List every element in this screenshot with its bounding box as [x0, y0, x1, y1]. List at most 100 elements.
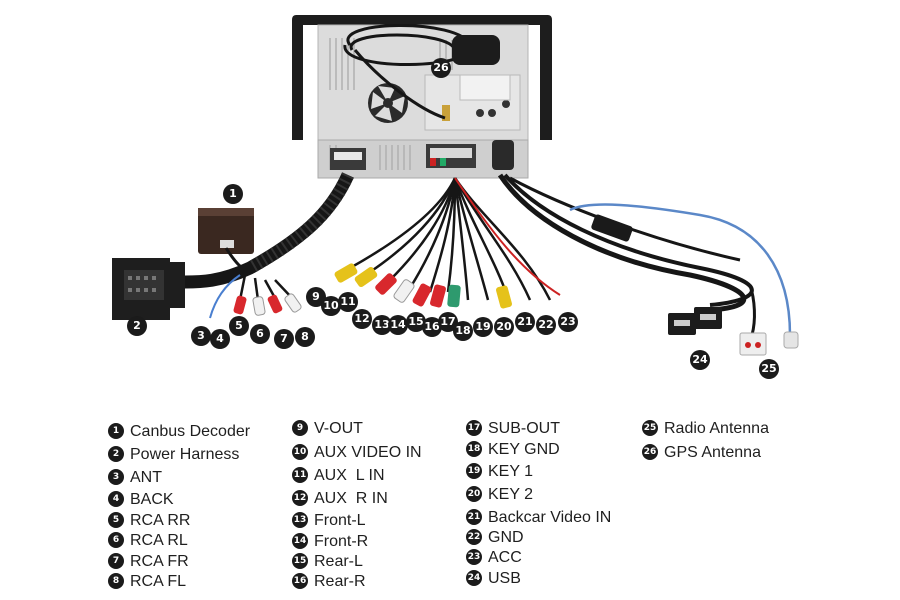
usb-cable-bundle	[497, 173, 747, 313]
legend-label: Rear-L	[314, 553, 363, 570]
legend-item-3: 3 ANT	[108, 468, 162, 488]
legend-item-17: 17 SUB-OUT	[466, 419, 560, 439]
legend-item-22: 22 GND	[466, 528, 524, 548]
callout-6: 6	[250, 324, 270, 344]
legend-number: 6	[108, 531, 124, 548]
legend-label: ANT	[130, 469, 162, 486]
callout-12: 12	[352, 309, 372, 329]
legend-item-25: 25 Radio Antenna	[642, 419, 769, 439]
legend-number: 14	[292, 532, 308, 549]
callout-23: 23	[558, 312, 578, 332]
legend-item-16: 16 Rear-R	[292, 572, 366, 592]
legend-label: KEY GND	[488, 441, 560, 458]
legend-number: 1	[108, 422, 124, 439]
legend-label: Radio Antenna	[664, 420, 769, 437]
legend-label: RCA RR	[130, 512, 191, 529]
callout-26: 26	[431, 58, 451, 78]
callout-4: 4	[210, 329, 230, 349]
gps-antenna	[452, 35, 500, 65]
legend-number: 24	[466, 569, 482, 586]
legend-item-15: 15 Rear-L	[292, 552, 363, 572]
legend-item-12: 12 AUX R IN	[292, 489, 388, 509]
callout-18: 18	[453, 321, 473, 341]
legend-label: GND	[488, 529, 524, 546]
legend-item-6: 6 RCA RL	[108, 531, 188, 551]
legend-number: 7	[108, 552, 124, 569]
legend-item-24: 24 USB	[466, 569, 521, 589]
legend-label: RCA FR	[130, 553, 189, 570]
main-harness-cable	[184, 172, 354, 289]
left-rca-leads	[209, 274, 302, 319]
legend-label: Rear-R	[314, 573, 366, 590]
legend-number: 8	[108, 572, 124, 589]
legend-label: GPS Antenna	[664, 444, 761, 461]
legend-number: 15	[292, 552, 308, 569]
legend-item-8: 8 RCA FL	[108, 572, 186, 592]
legend-number: 21	[466, 508, 482, 525]
legend-label: Front-R	[314, 533, 369, 550]
callout-16: 16	[422, 317, 442, 337]
legend-number: 12	[292, 489, 308, 506]
legend-label: Power Harness	[130, 446, 240, 463]
legend-number: 3	[108, 468, 124, 485]
legend-item-5: 5 RCA RR	[108, 511, 190, 531]
legend-number: 20	[466, 485, 482, 502]
callout-25: 25	[759, 359, 779, 379]
legend-label: KEY 2	[488, 486, 534, 503]
legend-label: AUX R IN	[314, 490, 388, 507]
legend-number: 2	[108, 445, 124, 462]
legend-item-1: 1 Canbus Decoder	[108, 422, 250, 442]
callout-10: 10	[321, 296, 341, 316]
legend-label: RCA RL	[130, 532, 188, 549]
legend-item-18: 18 KEY GND	[466, 440, 560, 460]
legend-item-20: 20 KEY 2	[466, 485, 533, 505]
callout-21: 21	[515, 312, 535, 332]
legend-number: 10	[292, 443, 308, 460]
legend-label: Front-L	[314, 512, 366, 529]
legend-label: Backcar Video IN	[488, 509, 612, 526]
callout-22: 22	[536, 315, 556, 335]
legend-number: 25	[642, 419, 658, 436]
callout-7: 7	[274, 329, 294, 349]
legend-label: AUX VIDEO IN	[314, 444, 422, 461]
inline-fuse-module	[591, 214, 633, 242]
legend-label: ACC	[488, 549, 522, 566]
legend-label: KEY 1	[488, 463, 534, 480]
legend-number: 18	[466, 440, 482, 457]
legend-item-2: 2 Power Harness	[108, 445, 239, 465]
legend-item-14: 14 Front-R	[292, 532, 368, 552]
legend-item-21: 21 Backcar Video IN	[466, 508, 611, 528]
legend-label: Canbus Decoder	[130, 423, 251, 440]
legend-label: SUB-OUT	[488, 420, 560, 437]
radio-antenna-plug	[739, 332, 767, 356]
legend-label: V-OUT	[314, 420, 363, 437]
legend-label: RCA FL	[130, 573, 187, 590]
legend-number: 17	[466, 419, 482, 436]
legend-item-7: 7 RCA FR	[108, 552, 189, 572]
callout-15: 15	[406, 312, 426, 332]
legend-number: 16	[292, 572, 308, 589]
legend-number: 4	[108, 490, 124, 507]
legend-item-23: 23 ACC	[466, 548, 522, 568]
callout-5: 5	[229, 316, 249, 336]
legend-number: 5	[108, 511, 124, 528]
legend-number: 23	[466, 548, 482, 565]
legend-number: 22	[466, 528, 482, 545]
legend-item-10: 10 AUX VIDEO IN	[292, 443, 422, 463]
callout-20: 20	[494, 317, 514, 337]
wiring-illustration	[112, 15, 799, 356]
rca-plugs	[334, 263, 512, 309]
canbus-decoder-box	[198, 208, 254, 254]
legend-label: BACK	[130, 491, 174, 508]
gps-blue-cable	[569, 203, 792, 336]
callout-2: 2	[127, 316, 147, 336]
callout-14: 14	[388, 315, 408, 335]
callout-11: 11	[338, 292, 358, 312]
legend-label: USB	[488, 570, 521, 587]
callout-19: 19	[473, 317, 493, 337]
